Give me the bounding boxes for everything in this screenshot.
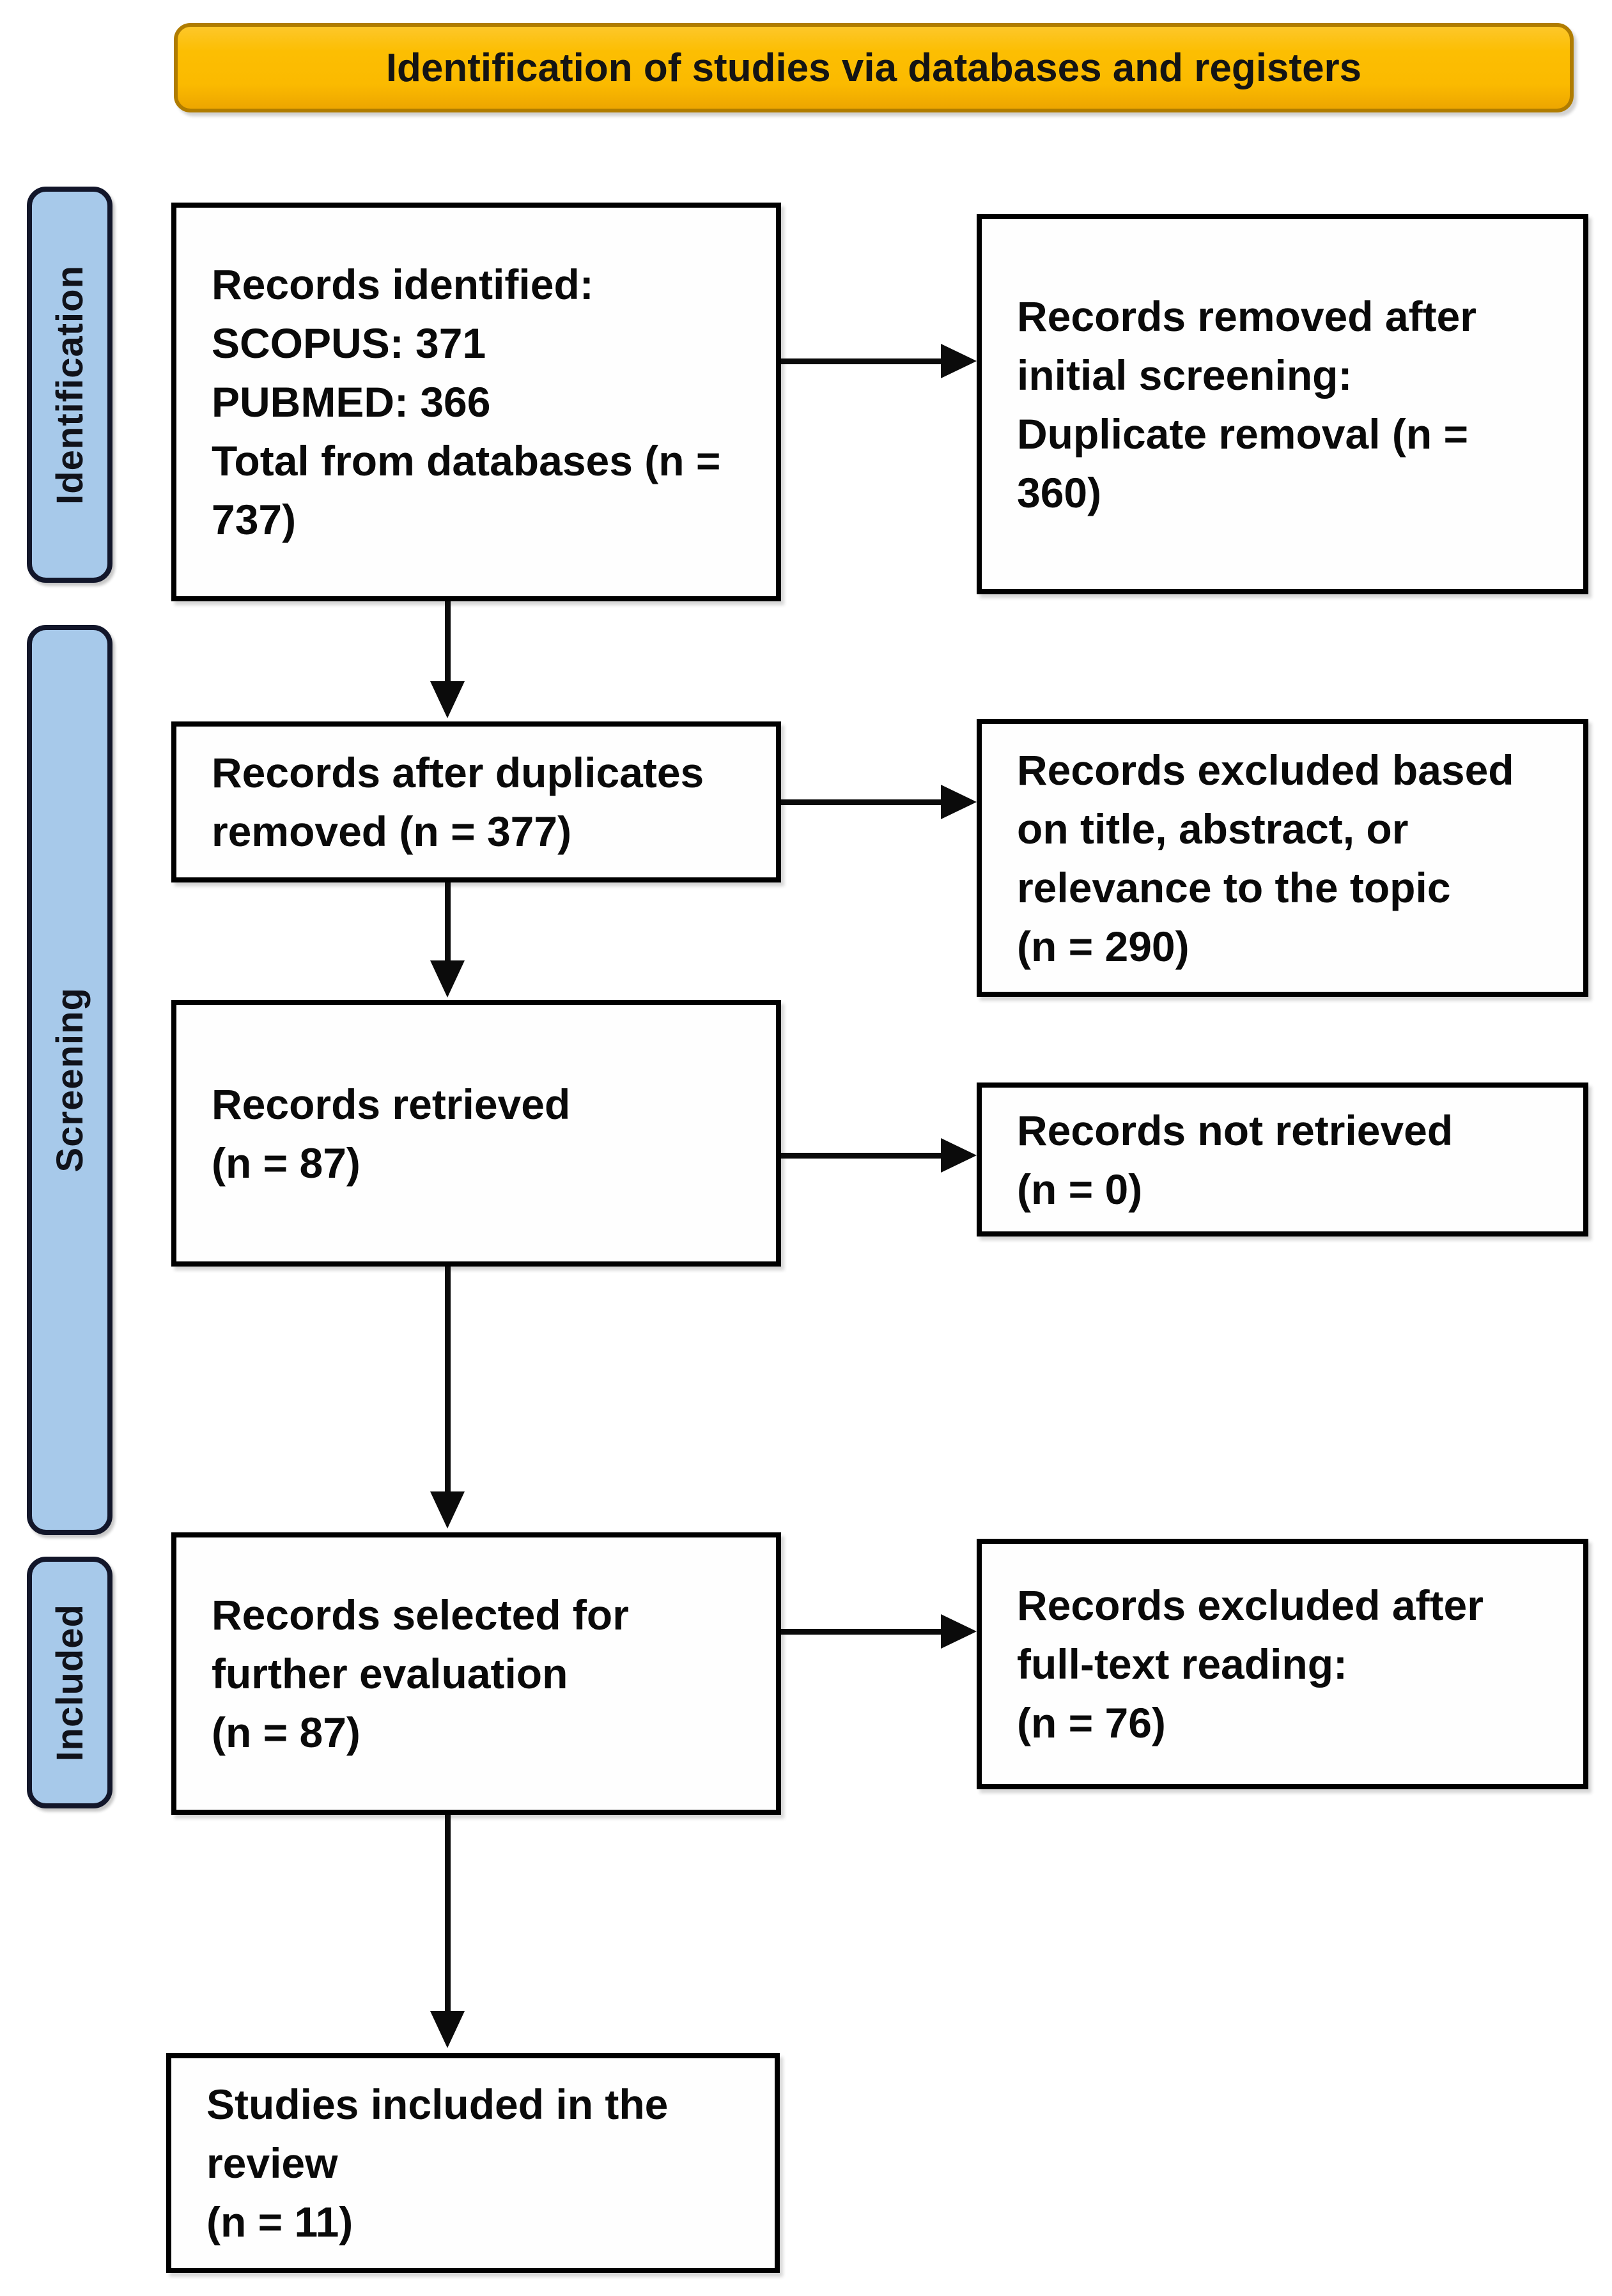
stage-label-included-text: Included [49,1603,91,1762]
flow-box-records-removed-text: Records removed after initial screening:… [1017,292,1476,516]
arrow-shaft [781,799,942,805]
arrow-down-icon [430,2011,465,2048]
flow-box-records-removed: Records removed after initial screening:… [977,214,1588,594]
flow-box-records-after-duplicates-text: Records after duplicates removed (n = 37… [212,749,704,855]
flow-box-records-not-retrieved: Records not retrieved (n = 0) [977,1083,1588,1237]
title-banner-label: Identification of studies via databases … [385,45,1362,90]
flow-box-records-retrieved: Records retrieved (n = 87) [171,1000,781,1267]
arrow-shaft [781,1153,942,1159]
arrow-shaft [781,358,942,364]
flow-box-records-excluded-title-abstract: Records excluded based on title, abstrac… [977,719,1588,997]
stage-label-identification-text: Identification [49,265,91,505]
flow-box-records-identified: Records identified: SCOPUS: 371 PUBMED: … [171,203,781,601]
arrow-right-icon [941,1614,977,1649]
flow-box-records-selected-text: Records selected for further evaluation … [212,1591,629,1756]
arrow-down-icon [430,1491,465,1529]
arrow-right-icon [941,785,977,819]
stage-label-screening: Screening [27,625,112,1535]
arrow-right-icon [941,344,977,378]
arrow-shaft [445,882,451,962]
arrow-shaft [445,1267,451,1493]
arrow-shaft [445,1815,451,2012]
flow-box-records-after-duplicates: Records after duplicates removed (n = 37… [171,721,781,882]
arrow-shaft [445,601,451,682]
flow-box-studies-included: Studies included in the review (n = 11) [166,2053,780,2273]
stage-label-screening-text: Screening [49,987,91,1173]
stage-label-identification: Identification [27,187,112,583]
arrow-shaft [781,1629,942,1635]
stage-label-included: Included [27,1557,112,1808]
flow-box-records-not-retrieved-text: Records not retrieved (n = 0) [1017,1106,1453,1213]
flow-box-records-excluded-fulltext-text: Records excluded after full-text reading… [1017,1582,1484,1746]
flow-box-studies-included-text: Studies included in the review (n = 11) [206,2081,669,2246]
arrow-down-icon [430,681,465,718]
arrow-right-icon [941,1138,977,1173]
title-banner: Identification of studies via databases … [174,23,1574,112]
flow-box-records-retrieved-text: Records retrieved (n = 87) [212,1080,571,1187]
flow-box-records-excluded-fulltext: Records excluded after full-text reading… [977,1539,1588,1789]
flow-box-records-selected: Records selected for further evaluation … [171,1532,781,1815]
flow-box-records-identified-text: Records identified: SCOPUS: 371 PUBMED: … [212,261,721,543]
arrow-down-icon [430,960,465,998]
flow-box-records-excluded-title-abstract-text: Records excluded based on title, abstrac… [1017,746,1514,970]
